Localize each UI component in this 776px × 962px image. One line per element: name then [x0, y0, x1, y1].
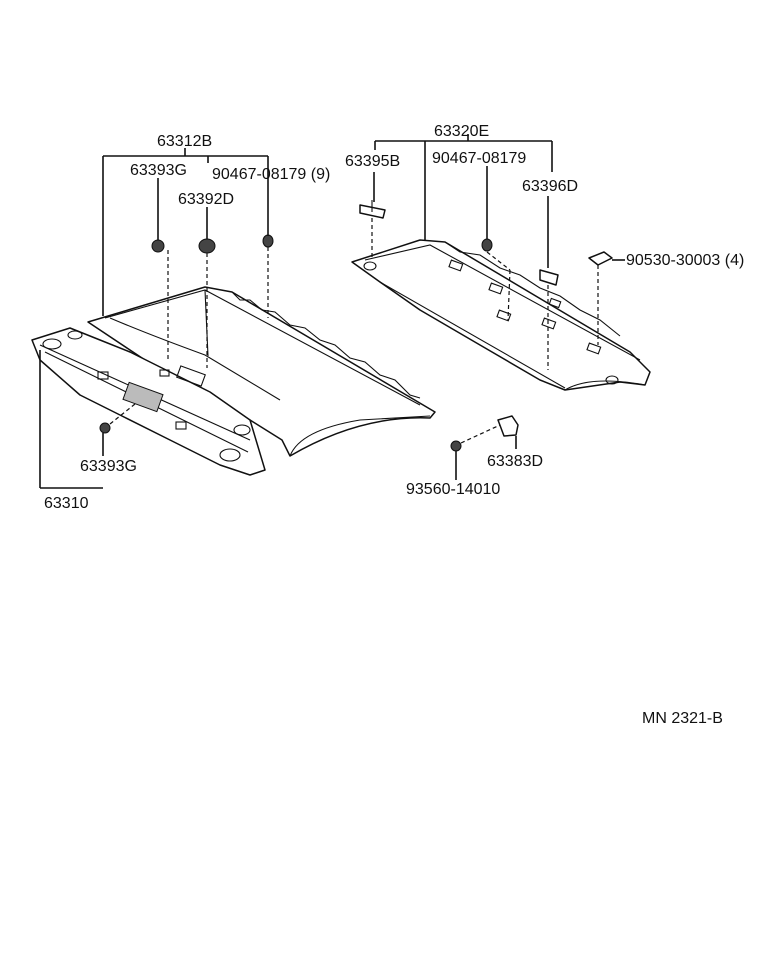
clip-63395b: [359, 200, 386, 219]
label-63310: 63310: [44, 495, 89, 512]
clip-63393g-top: [151, 239, 165, 253]
leaders-left: [39, 148, 269, 489]
label-90467-08179-9: 90467-08179 (9): [212, 166, 330, 183]
label-63392d: 63392D: [178, 191, 234, 208]
clip-90467-right: [481, 238, 493, 252]
label-63396d: 63396D: [522, 178, 578, 195]
screw-93560: [450, 440, 462, 452]
headliner-panel-right: [351, 239, 651, 391]
clip-90530: [588, 251, 613, 266]
grommet-63392d: [198, 238, 216, 254]
label-63395b: 63395B: [345, 153, 400, 170]
label-90467-08179: 90467-08179: [432, 150, 526, 167]
clip-63396d: [539, 269, 559, 286]
label-63383d: 63383D: [487, 453, 543, 470]
clip-90467-left: [262, 234, 274, 248]
label-63320e: 63320E: [434, 123, 489, 140]
headliner-panel-left: [31, 286, 436, 476]
label-90530-30003-4: 90530-30003 (4): [626, 252, 744, 269]
clip-63393g-bottom: [99, 422, 111, 434]
bracket-63383d: [497, 415, 519, 437]
label-63393g-bottom: 63393G: [80, 458, 137, 475]
label-93560-14010: 93560-14010: [406, 481, 500, 498]
diagram-code: MN 2321-B: [642, 710, 723, 727]
label-63393g-top: 63393G: [130, 162, 187, 179]
leaders-right: [371, 134, 625, 480]
label-63312b: 63312B: [157, 133, 212, 150]
